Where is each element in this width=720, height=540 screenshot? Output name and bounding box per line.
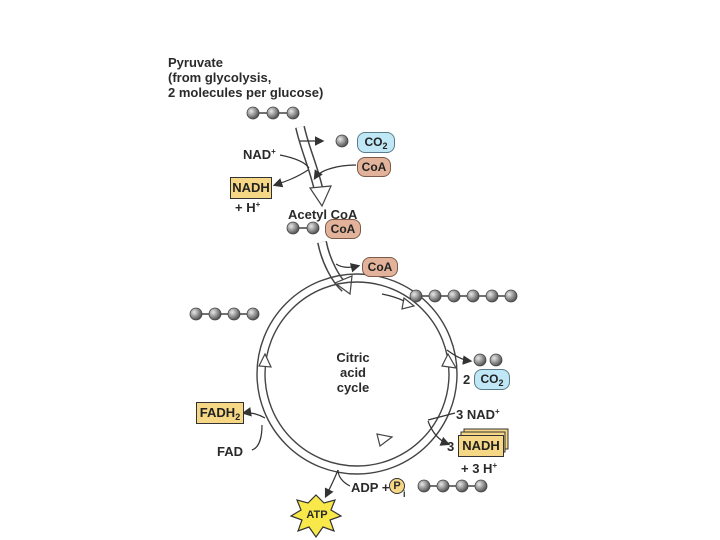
carbon-atom — [286, 106, 300, 120]
atp-label: ATP — [306, 509, 328, 521]
carbon-atom — [473, 353, 487, 367]
carbon-atom — [246, 307, 260, 321]
adp-in-arrow — [337, 469, 351, 487]
nadh3-out-arrow — [427, 420, 451, 446]
carbon-atom — [306, 221, 320, 235]
fad-label: FAD — [217, 444, 243, 459]
carbon-atom — [335, 134, 349, 148]
pi-circle: P — [389, 478, 405, 494]
carbon-atom — [455, 479, 469, 493]
cycle-ring-outer — [256, 273, 458, 475]
co2x2-count: 2 — [463, 372, 471, 387]
coa-released-pill: CoA — [357, 157, 391, 177]
carbon6-arrow — [381, 293, 405, 302]
pyruvate-chain — [246, 106, 300, 120]
nad-label: NAD+ — [243, 147, 276, 164]
nad3-in-arrow — [427, 412, 456, 421]
carbon-atom — [474, 479, 488, 493]
carbon6-chain — [409, 289, 518, 303]
coa-out-arrow — [335, 263, 361, 273]
carbon-atom — [417, 479, 431, 493]
ring-arrowhead-bottom-right — [376, 433, 394, 448]
h3-label-text: + 3 H — [461, 461, 493, 476]
nad3-label: 3 NAD+ — [456, 407, 500, 424]
carbon-atom — [227, 307, 241, 321]
acetyl-chain — [286, 221, 320, 235]
fadh2-out-arrow — [241, 407, 266, 419]
nad3-label-sup: + — [495, 407, 500, 416]
fadh2-text: FADH — [199, 405, 236, 420]
fadh2-box: FADH2 — [196, 402, 244, 424]
carbon-atom — [485, 289, 499, 303]
carbon-atom — [409, 289, 423, 303]
co2-carbon — [335, 134, 349, 148]
pyruvate-source: (from glycolysis, — [168, 70, 272, 85]
nad-label-sup: + — [271, 147, 276, 156]
h3-label: + 3 H+ — [461, 461, 497, 478]
cycle-title-3: cycle — [336, 380, 370, 395]
coa-release-arrow — [313, 164, 357, 181]
carbon4-bottom-chain — [417, 479, 488, 493]
nadh-out-arrow — [272, 169, 309, 188]
cycle-title-1: Citric — [336, 350, 370, 365]
co2x2-pill: CO2 — [474, 369, 510, 390]
carbon4-left-chain — [189, 307, 260, 321]
carbon-atom — [286, 221, 300, 235]
pi-subscript: i — [403, 489, 406, 499]
nad-label-text: NAD — [243, 147, 272, 162]
co2x2-arrow — [446, 349, 473, 365]
co2-pill-label: CO — [364, 135, 383, 149]
carbon-atom — [428, 289, 442, 303]
carbon-atom — [447, 289, 461, 303]
cycle-title-2: acid — [339, 365, 366, 380]
fad-in-arrow — [251, 424, 263, 451]
carbon-atom — [208, 307, 222, 321]
pyruvate-title: Pyruvate — [168, 55, 223, 70]
carbon-atom — [189, 307, 203, 321]
nadh3-box: NADH — [458, 435, 504, 457]
co2x2-carbons — [473, 353, 503, 367]
h-plus-text: + H — [235, 200, 256, 215]
adp-label: ADP + — [351, 480, 390, 495]
carbon-atom — [466, 289, 480, 303]
co2x2-pill-label: CO — [480, 372, 499, 386]
nadh-box: NADH — [230, 177, 272, 199]
co2x2-pill-sub: 2 — [498, 378, 504, 388]
fadh2-sub: 2 — [235, 412, 241, 422]
nad3-label-text: 3 NAD — [456, 407, 496, 422]
atp-out-arrow — [324, 469, 339, 499]
carbon-atom — [246, 106, 260, 120]
ring-arrowhead-top-right — [401, 296, 416, 310]
h3-label-sup: + — [492, 461, 498, 470]
ring-arrowhead-left — [258, 352, 272, 368]
pyruvate-count: 2 molecules per glucose) — [168, 85, 324, 100]
acetyl-coa-label: Acetyl CoA — [288, 207, 358, 222]
nadh3-count: 3 — [447, 439, 455, 454]
carbon-atom — [436, 479, 450, 493]
ring-arrowhead-right — [441, 352, 458, 369]
co2-pill-sub: 2 — [382, 141, 388, 151]
acetyl-coa-pill: CoA — [325, 219, 361, 239]
h-plus-sup: + — [255, 200, 261, 209]
h-plus-label: + H+ — [235, 200, 260, 217]
cycle-ring-inner — [264, 281, 450, 467]
nad-in-arrow — [279, 154, 310, 169]
carbon-atom — [504, 289, 518, 303]
carbon-chains — [189, 106, 518, 493]
co2-pill: CO2 — [357, 132, 395, 153]
atp-starburst — [289, 494, 343, 539]
carbon-atom — [266, 106, 280, 120]
carbon-atom — [489, 353, 503, 367]
coa-out-pill: CoA — [362, 257, 398, 277]
